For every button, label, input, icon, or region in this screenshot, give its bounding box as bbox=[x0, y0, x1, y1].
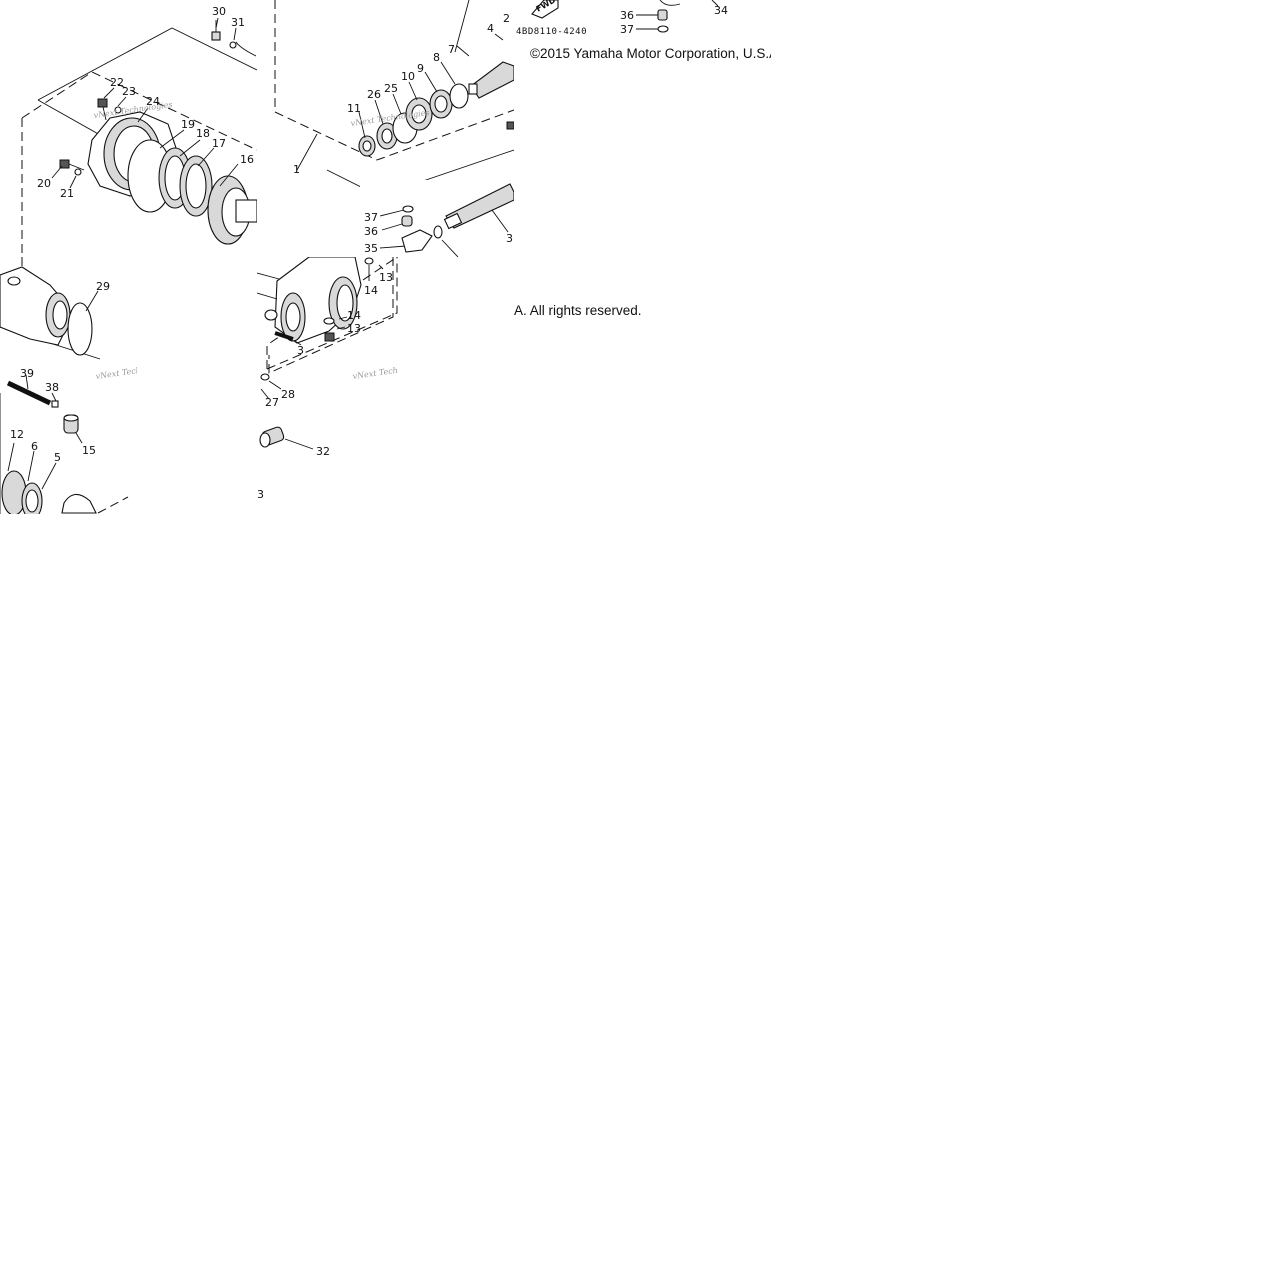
callout-9: 9 bbox=[417, 62, 424, 75]
drive-shaft-drawing: 37 36 35 3 bbox=[364, 183, 514, 257]
callout-38: 38 bbox=[45, 381, 59, 394]
callout-32: 32 bbox=[316, 445, 330, 458]
washer-21-icon bbox=[74, 168, 82, 176]
seal-11-icon bbox=[358, 135, 376, 157]
clip-37-icon bbox=[657, 25, 669, 33]
bolt-30-icon bbox=[211, 20, 221, 41]
callout-18: 18 bbox=[196, 127, 210, 140]
callout-30: 30 bbox=[212, 5, 226, 18]
callout-14-b: 14 bbox=[347, 309, 361, 322]
callout-15: 15 bbox=[82, 444, 96, 457]
bearing-9-icon bbox=[429, 89, 453, 119]
gear-case-icon bbox=[274, 257, 362, 344]
callout-17: 17 bbox=[212, 137, 226, 150]
cap-36a-icon bbox=[401, 215, 413, 227]
callout-22: 22 bbox=[110, 76, 124, 89]
diagram-tile-cover-assembly: vNext Technologies 30 31 22 23 24 19 18 … bbox=[0, 0, 257, 257]
gear-16-icon bbox=[207, 175, 257, 245]
diagram-tile-header-strip: FWD 4BD8110-4240 36 37 34 bbox=[514, 0, 771, 42]
callout-5: 5 bbox=[54, 451, 61, 464]
callout-29: 29 bbox=[96, 280, 110, 293]
bolt-20-icon bbox=[59, 159, 85, 171]
callout-25: 25 bbox=[384, 82, 398, 95]
callout-14-a: 14 bbox=[364, 284, 378, 297]
housing-icon bbox=[0, 266, 71, 346]
callout-6: 6 bbox=[31, 440, 38, 453]
copyright-notice-bottom: A. All rights reserved. bbox=[514, 303, 642, 318]
callout-4: 4 bbox=[487, 22, 494, 35]
diagram-tile-gear-case: vNext Tech 14 13 14 13 3 28 27 32 3 bbox=[257, 257, 514, 514]
callout-19: 19 bbox=[181, 118, 195, 131]
yoke-35-icon bbox=[401, 225, 443, 253]
nut-icon bbox=[506, 121, 514, 130]
washer-14b-icon bbox=[323, 317, 335, 325]
callout-31: 31 bbox=[231, 16, 245, 29]
callout-39: 39 bbox=[20, 367, 34, 380]
washer-23-icon bbox=[114, 106, 122, 114]
housing-left-drawing: vNext Tech 29 39 38 15 12 6 5 bbox=[0, 257, 137, 514]
shaft-39-icon bbox=[6, 374, 52, 406]
callout-3: 3 bbox=[297, 344, 304, 357]
shim-8-icon bbox=[449, 83, 469, 109]
gear-case-drawing: vNext Tech 14 13 14 13 3 28 27 32 3 bbox=[257, 257, 398, 501]
callout-12: 12 bbox=[10, 428, 24, 441]
callout-11: 11 bbox=[347, 102, 361, 115]
callout-35: 35 bbox=[364, 242, 378, 255]
watermark-text: vNext Tech bbox=[95, 366, 137, 381]
callout-37-a: 37 bbox=[364, 211, 378, 224]
callout-36-b: 36 bbox=[620, 9, 634, 22]
pinion-assembly-drawing: vNext Technologies 11 26 25 10 9 8 7 4 2… bbox=[274, 0, 514, 197]
callout-34: 34 bbox=[714, 4, 728, 17]
callout-8: 8 bbox=[433, 51, 440, 64]
drive-shaft-3-icon bbox=[443, 183, 514, 230]
gasket-29-icon bbox=[67, 302, 93, 356]
bearing-10-icon bbox=[405, 97, 433, 131]
callout-7: 7 bbox=[448, 43, 455, 56]
header-strip-drawing: FWD 4BD8110-4240 36 37 34 bbox=[516, 0, 728, 37]
diagram-tile-housing-left: vNext Tech 29 39 38 15 12 6 5 bbox=[0, 257, 137, 514]
callout-36-a: 36 bbox=[364, 225, 378, 238]
callout-21: 21 bbox=[60, 187, 74, 200]
cap-36-icon bbox=[657, 9, 668, 21]
watermark-text: vNext Tech bbox=[352, 366, 398, 381]
collar-15-icon bbox=[63, 414, 79, 434]
nut-13-icon bbox=[324, 332, 335, 342]
cover-assembly-drawing: vNext Technologies 30 31 22 23 24 19 18 … bbox=[21, 5, 257, 256]
pinion-shaft-7-icon bbox=[468, 61, 514, 99]
bolt-22-icon bbox=[97, 98, 108, 121]
washer-14-icon bbox=[364, 257, 374, 265]
callout-20: 20 bbox=[37, 177, 51, 190]
callout-37-b: 37 bbox=[620, 23, 634, 36]
diagram-tile-drive-shaft: 37 36 35 3 bbox=[360, 180, 514, 257]
fwd-arrow-icon: FWD bbox=[531, 0, 559, 19]
callout-3-b: 3 bbox=[506, 232, 513, 245]
part-code: 4BD8110-4240 bbox=[516, 27, 587, 37]
callout-2: 2 bbox=[503, 12, 510, 25]
stud-3-icon bbox=[274, 331, 294, 341]
bushing-32-icon bbox=[259, 426, 285, 448]
callout-10: 10 bbox=[401, 70, 415, 83]
pin-38-icon bbox=[51, 400, 59, 408]
callout-27: 27 bbox=[265, 396, 279, 409]
callout-24: 24 bbox=[146, 95, 160, 108]
housing-5-icon bbox=[61, 493, 97, 514]
callout-28: 28 bbox=[281, 388, 295, 401]
copyright-notice-top: ©2015 Yamaha Motor Corporation, U.S.A bbox=[530, 46, 771, 61]
callout-23: 23 bbox=[122, 85, 136, 98]
washer-28-icon bbox=[260, 373, 270, 381]
callout-16: 16 bbox=[240, 153, 254, 166]
callout-1: 1 bbox=[293, 163, 300, 176]
callout-13-b: 13 bbox=[347, 322, 361, 335]
callout-13-a: 13 bbox=[379, 271, 393, 284]
callout-26: 26 bbox=[367, 88, 381, 101]
callout-3-c: 3 bbox=[257, 488, 264, 501]
